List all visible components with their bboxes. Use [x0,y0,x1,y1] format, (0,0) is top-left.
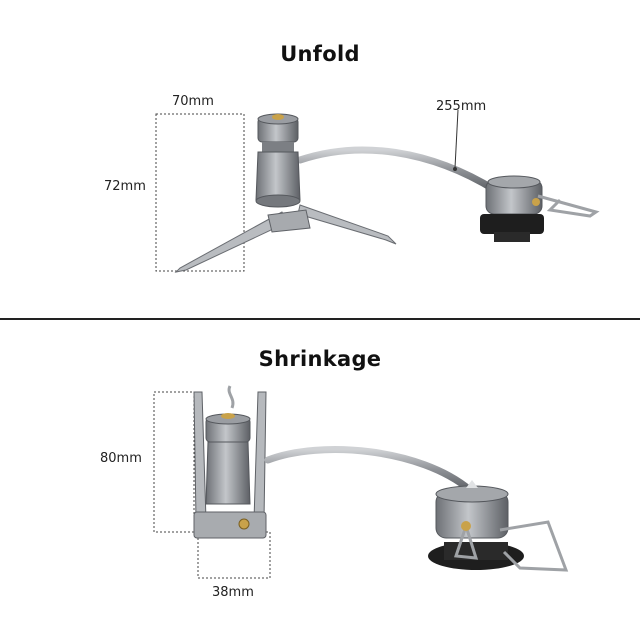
gas-hose [296,146,499,194]
shrinkage-height-box [153,391,195,533]
valve-handle-folded [499,520,569,572]
shrinkage-title: Shrinkage [258,347,382,371]
folded-leg-right [253,391,267,521]
brass-jet [272,114,284,120]
unfold-hose-label: 255mm [436,99,487,114]
valve-handle [537,194,600,218]
folded-leg-left [193,391,207,521]
shrinkage-height-label: 80mm [100,451,142,466]
burner-body-folded [205,441,251,505]
burner-body [255,151,301,201]
hose-pointer-line [454,109,459,169]
shrinkage-width-box [197,531,271,579]
unfold-height-label: 72mm [104,179,146,194]
panel-divider [0,318,640,320]
hose-pointer-dot [453,167,457,171]
unfold-width-label: 70mm [172,94,214,109]
shrinkage-width-label: 38mm [212,585,254,600]
shrinkage-panel: Shrinkage [0,320,640,640]
unfold-title: Unfold [280,42,360,66]
unfold-dimension-box [155,113,245,272]
folded-hinge [193,511,267,539]
tripod-leg-right [297,204,397,245]
unfold-stove-photo [155,109,600,273]
tripod-hinge [267,209,311,233]
canister-connector [480,214,544,234]
gas-hose-folded [264,446,474,494]
unfold-panel: Unfold 70mm [0,0,640,318]
shrinkage-stove-photo [153,385,569,579]
